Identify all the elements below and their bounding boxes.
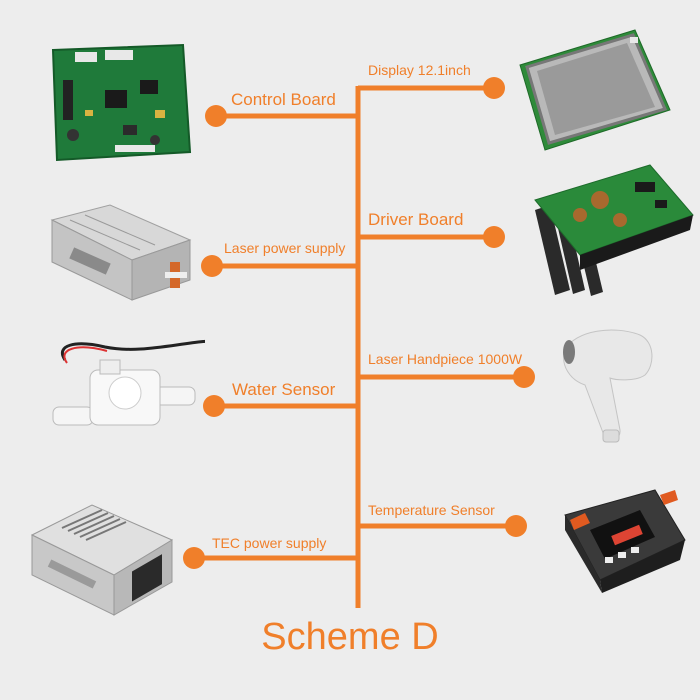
temperature-controller-icon [564, 489, 686, 593]
laser-handpiece-icon [563, 329, 653, 443]
node-control-board [205, 105, 227, 127]
water-flow-sensor-icon [52, 339, 205, 426]
label-driver-board: Driver Board [368, 210, 464, 229]
label-laser-handpiece: Laser Handpiece 1000W [368, 351, 523, 367]
scheme-title: Scheme D [261, 616, 439, 658]
node-water-sensor [203, 395, 225, 417]
node-driver-board [483, 226, 505, 248]
power-supply-icon [50, 204, 192, 301]
node-laser-power-supply [201, 255, 223, 277]
label-display: Display 12.1inch [368, 62, 471, 78]
circuit-board-icon [51, 43, 192, 162]
node-temperature-sensor [505, 515, 527, 537]
label-control-board: Control Board [231, 90, 336, 109]
label-tec-power-supply: TEC power supply [212, 535, 327, 551]
label-water-sensor: Water Sensor [232, 380, 336, 399]
node-laser-handpiece [513, 366, 535, 388]
label-laser-power-supply: Laser power supply [224, 240, 346, 256]
lcd-display-icon [519, 29, 671, 151]
label-temperature-sensor: Temperature Sensor [368, 502, 495, 518]
driver-board-heatsink-icon [534, 164, 694, 296]
node-tec-power-supply [183, 547, 205, 569]
switching-power-supply-icon [30, 504, 174, 616]
node-display [483, 77, 505, 99]
